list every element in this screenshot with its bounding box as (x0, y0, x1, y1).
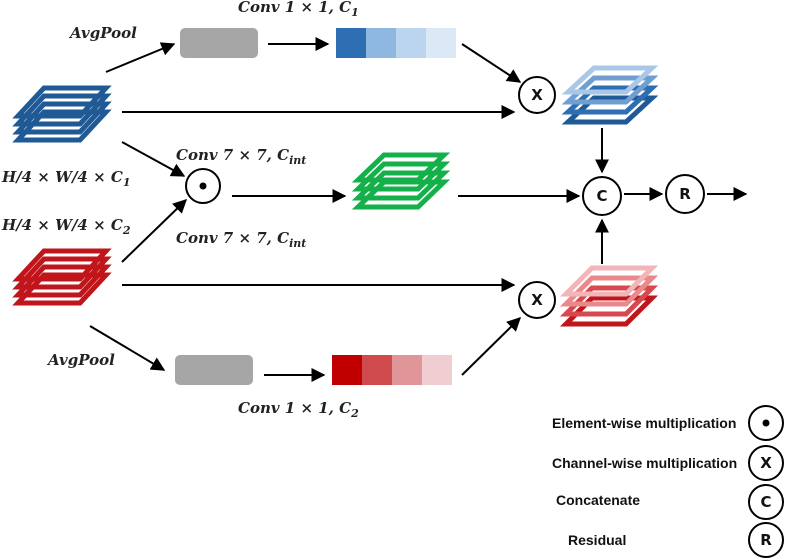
legend-symbol-residual: R (748, 522, 784, 558)
arrows (89, 37, 748, 382)
arrow (121, 199, 188, 263)
channel-vector-bottom (332, 355, 452, 385)
legend-symbol-channel-wise: X (748, 445, 784, 481)
channel-cell (366, 28, 396, 58)
input-feature-stack-bottom (12, 248, 112, 306)
svg-text:X: X (531, 86, 543, 104)
channel-cell (422, 355, 452, 385)
channel-cell (396, 28, 426, 58)
avgpool-top-box (180, 28, 258, 58)
conv1x1-top-label: Conv 1 × 1, C1 (238, 0, 359, 19)
channel-cell (426, 28, 456, 58)
arrow (461, 317, 521, 376)
svg-text:R: R (760, 531, 772, 549)
arrow (89, 325, 166, 371)
conv1x1-bottom-label: Conv 1 × 1, C2 (238, 399, 359, 420)
input-feature-stack-top (12, 85, 112, 143)
svg-text:C: C (760, 493, 771, 511)
channel-vector-top (336, 28, 456, 58)
conv7x7-bottom-label: Conv 7 × 7, Cint (176, 229, 306, 250)
channel-wise-op-bottom: X (518, 281, 556, 319)
legend-label-concatenate: Concatenate (556, 492, 640, 508)
svg-text:C: C (596, 187, 607, 205)
channel-wise-op-top: X (518, 76, 556, 114)
input-top-shape-label: H/4 × W/4 × C1 (1, 168, 130, 189)
svg-text:R: R (679, 185, 691, 203)
residual-op: R (665, 174, 705, 214)
conv7x7-top-label: Conv 7 × 7, Cint (176, 146, 306, 167)
arrow (121, 141, 186, 177)
fused-feature-stack (351, 152, 451, 210)
input-bottom-shape-label: H/4 × W/4 × C2 (1, 216, 131, 237)
legend: Element-wise multiplication Channel-wise… (552, 405, 784, 558)
legend-symbol-element-wise (748, 405, 784, 441)
channel-cell (336, 28, 366, 58)
channel-cell (332, 355, 362, 385)
avgpool-bottom-label: AvgPool (46, 351, 115, 369)
svg-text:X: X (760, 454, 772, 472)
svg-text:X: X (531, 291, 543, 309)
arrow (461, 43, 522, 83)
element-wise-op (185, 168, 221, 204)
legend-symbol-concatenate: C (748, 484, 784, 520)
legend-label-element-wise: Element-wise multiplication (552, 415, 736, 431)
weighted-feature-stack-bottom (559, 265, 659, 327)
avgpool-top-label: AvgPool (68, 24, 137, 42)
concat-op: C (582, 176, 622, 216)
legend-label-residual: Residual (568, 532, 626, 548)
channel-cell (362, 355, 392, 385)
weighted-feature-stack-top (561, 65, 659, 125)
legend-label-channel-wise: Channel-wise multiplication (552, 455, 737, 471)
channel-cell (392, 355, 422, 385)
arrow (105, 42, 176, 73)
avgpool-bottom-box (175, 355, 253, 385)
